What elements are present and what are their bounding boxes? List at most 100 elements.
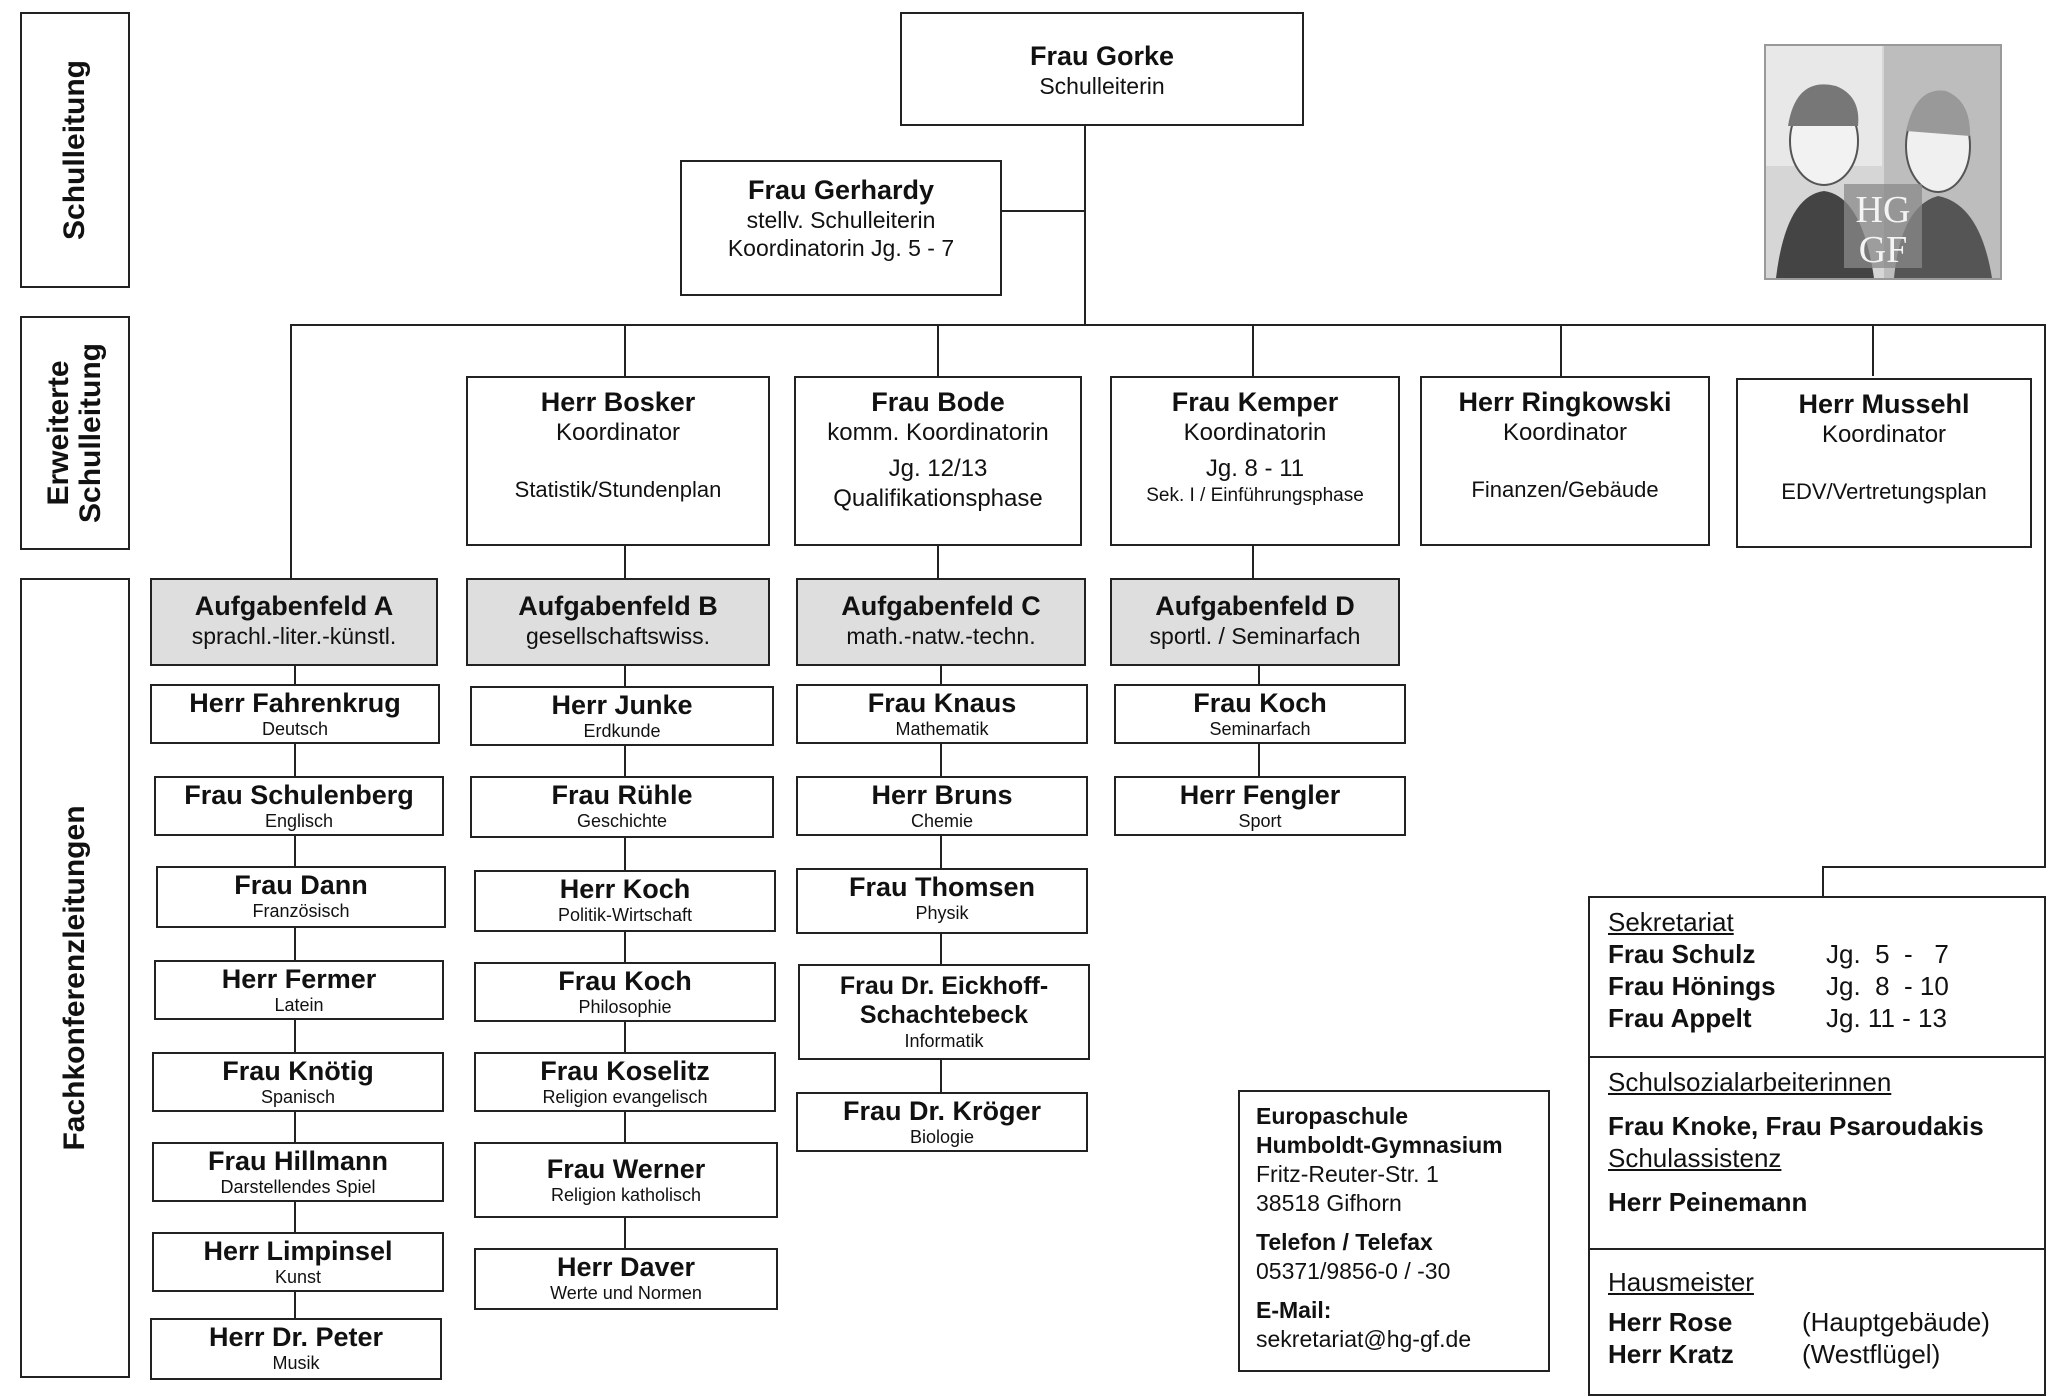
subject: Seminarfach — [1209, 719, 1311, 739]
staff-place: (Hauptgebäude) — [1802, 1307, 1990, 1337]
coordinator-role: Koordinator — [555, 419, 681, 446]
subject: Chemie — [910, 811, 974, 831]
social-names: Frau Knoke, Frau Psaroudakis — [1608, 1111, 1984, 1141]
side-label-schulleitung: Schulleitung — [20, 12, 130, 288]
department-head-box: Herr Fengler Sport — [1114, 776, 1406, 836]
department-head-box: Frau Werner Religion katholisch — [474, 1142, 778, 1218]
logo-text: HG — [1856, 189, 1911, 231]
subject: Latein — [274, 995, 324, 1015]
person-name: Herr Bruns — [871, 780, 1013, 810]
person-name: Frau Koch — [1193, 688, 1327, 718]
subject: Philosophie — [578, 997, 672, 1017]
coordinator-box: Herr Ringkowski Koordinator Finanzen/Geb… — [1420, 376, 1710, 546]
subject: Physik — [915, 903, 969, 923]
staff-row: Herr Rose (Hauptgebäude) — [1608, 1306, 2026, 1338]
person-name: Frau Dr. Kröger — [842, 1096, 1042, 1126]
department-head-box: Herr Daver Werte und Normen — [474, 1248, 778, 1310]
subject: Sport — [1238, 811, 1282, 831]
area-desc: gesellschaftswiss. — [525, 623, 711, 649]
person-name: Herr Daver — [556, 1252, 696, 1282]
department-head-box: Herr Dr. Peter Musik — [150, 1318, 442, 1380]
logo-text: GF — [1859, 229, 1908, 271]
connector — [937, 546, 939, 580]
connector — [2044, 324, 2046, 868]
staff-name: Herr Rose — [1608, 1307, 1733, 1337]
department-head-box: Frau Thomsen Physik — [796, 868, 1088, 934]
side-label-fachkonferenzleitungen: Fachkonferenzleitungen — [20, 578, 130, 1378]
person-name: Herr Koch — [559, 874, 691, 904]
area-title: Aufgabenfeld D — [1155, 591, 1355, 621]
janitor-box: Hausmeister Herr Rose (Hauptgebäude) Herr… — [1588, 1248, 2046, 1396]
subject: Werte und Normen — [550, 1283, 702, 1303]
coordinator-name: Frau Bode — [871, 387, 1005, 417]
connector — [624, 324, 626, 376]
department-head-box: Frau Rühle Geschichte — [470, 776, 774, 838]
subject: Englisch — [264, 811, 334, 831]
area-desc: sprachl.-liter.-künstl. — [191, 623, 397, 649]
head-name: Frau Gorke — [1029, 41, 1175, 71]
person-name: Frau Knaus — [867, 688, 1017, 718]
connector — [1822, 866, 2046, 868]
person-name: Herr Dr. Peter — [208, 1322, 384, 1352]
subject: Mathematik — [895, 719, 989, 739]
janitor-title: Hausmeister — [1608, 1267, 1754, 1297]
coordinator-box: Frau Kemper Koordinatorin Jg. 8 - 11 Sek… — [1110, 376, 1400, 546]
coordinator-box: Herr Mussehl Koordinator EDV/Vertretungs… — [1736, 378, 2032, 548]
subject: Politik-Wirtschaft — [557, 905, 692, 925]
subject: Geschichte — [576, 811, 668, 831]
logo-image: HG GF — [1766, 46, 2000, 278]
person-name: Frau Rühle — [551, 780, 693, 810]
person-name: Herr Fermer — [221, 964, 377, 994]
coordinator-role: Koordinator — [1821, 421, 1947, 448]
coordinator-box: Frau Bode komm. Koordinatorin Jg. 12/13 … — [794, 376, 1082, 546]
connector — [1822, 866, 1824, 896]
coordinator-box: Herr Bosker Koordinator Statistik/Stunde… — [466, 376, 770, 546]
department-head-box: Frau Koch Philosophie — [474, 962, 776, 1022]
coordinator-name: Herr Bosker — [540, 387, 696, 417]
subject: Erdkunde — [583, 721, 661, 741]
school-name: Humboldt-Gymnasium — [1256, 1132, 1503, 1158]
school-name: Europaschule — [1256, 1103, 1409, 1129]
assist-name: Herr Peinemann — [1608, 1187, 1808, 1217]
connector — [1560, 324, 1562, 376]
department-head-box: Frau Hillmann Darstellendes Spiel — [152, 1142, 444, 1202]
person-name: Herr Limpinsel — [203, 1236, 393, 1266]
coordinator-duty: Statistik/Stundenplan — [514, 477, 722, 502]
person-name: Frau Thomsen — [848, 872, 1036, 902]
coordinator-role: komm. Koordinatorin — [827, 419, 1049, 446]
subject: Darstellendes Spiel — [220, 1177, 376, 1197]
area-box: Aufgabenfeld C math.-natw.-techn. — [796, 578, 1086, 666]
connector — [1252, 324, 1254, 376]
area-desc: sportl. / Seminarfach — [1149, 623, 1361, 649]
subject: Französisch — [252, 901, 350, 921]
side-label-text: Fachkonferenzleitungen — [58, 805, 91, 1151]
school-contact-box: Europaschule Humboldt-Gymnasium Fritz-Re… — [1238, 1090, 1550, 1372]
connector — [290, 324, 292, 578]
department-head-box: Frau Schulenberg Englisch — [154, 776, 444, 836]
person-name: Frau Schulenberg — [184, 780, 414, 810]
department-head-box: Herr Fermer Latein — [154, 960, 444, 1020]
person-name: Frau Dr. Eickhoff- — [839, 972, 1049, 1000]
staff-name: Frau Appelt — [1608, 1003, 1752, 1033]
department-head-box: Frau Dr. Kröger Biologie — [796, 1092, 1088, 1152]
connector — [1084, 124, 1086, 326]
connector — [937, 324, 939, 376]
connector — [624, 546, 626, 580]
staff-grades: Jg. 11 - 13 — [1826, 1003, 1947, 1033]
department-head-box: Herr Fahrenkrug Deutsch — [150, 684, 440, 744]
school-street: Fritz-Reuter-Str. 1 — [1256, 1161, 1439, 1187]
subject: Religion katholisch — [550, 1185, 702, 1205]
department-head-box: Frau Dr. Eickhoff- Schachtebeck Informat… — [798, 964, 1090, 1060]
person-name: Frau Dann — [234, 870, 368, 900]
person-name: Herr Junke — [551, 690, 693, 720]
department-head-box: Frau Dann Französisch — [156, 866, 446, 928]
subject: Spanisch — [260, 1087, 336, 1107]
head-role: Schulleiterin — [1039, 73, 1165, 99]
coordinator-duty: Finanzen/Gebäude — [1471, 477, 1659, 502]
subject: Deutsch — [261, 719, 329, 739]
department-head-box: Frau Knötig Spanisch — [152, 1052, 444, 1112]
